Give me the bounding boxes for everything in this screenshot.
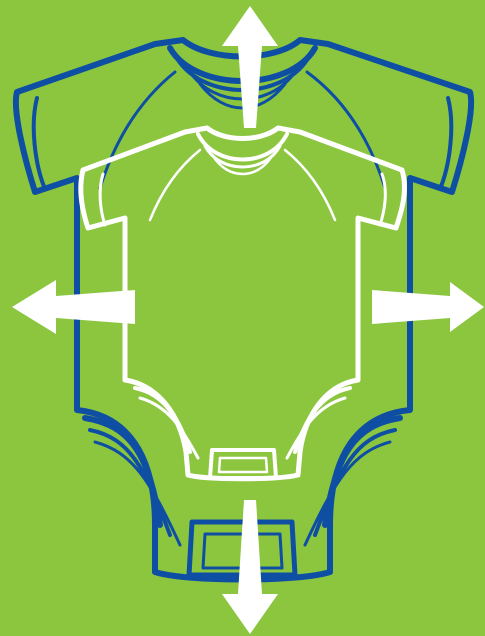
stretch-illustration [0, 0, 485, 636]
